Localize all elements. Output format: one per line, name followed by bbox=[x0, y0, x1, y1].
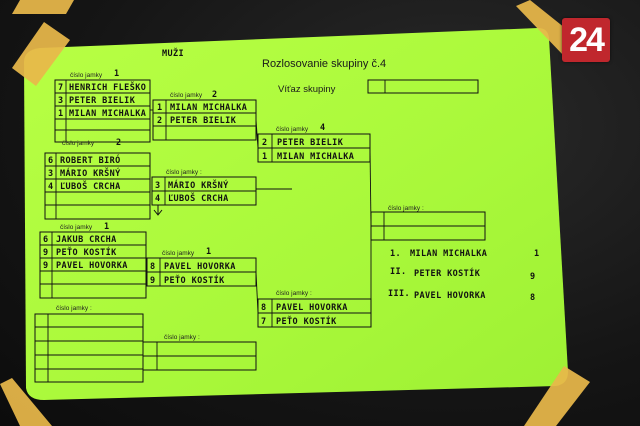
pit-label: číslo jamky bbox=[276, 126, 309, 133]
player-seed: 6 bbox=[43, 235, 49, 245]
player-seed: 7 bbox=[261, 317, 267, 327]
pit-label: číslo jamky : bbox=[56, 305, 92, 312]
player-name: MÁRIO KRŠNÝ bbox=[168, 179, 229, 191]
semi-match-2: číslo jamky : 8 PAVEL HOVORKA 7 PEŤO KOS… bbox=[257, 290, 372, 328]
logo-number: 24 bbox=[569, 21, 605, 59]
result-score: 9 bbox=[530, 272, 536, 282]
pit-label: číslo jamky bbox=[62, 140, 95, 147]
pit-number: 1 bbox=[104, 222, 110, 232]
category-label: MUŽI bbox=[162, 47, 184, 59]
result-place: II. bbox=[390, 267, 407, 277]
round2-match-2: číslo jamky : 3 MÁRIO KRŠNÝ 4 ĽUBOŠ CRCH… bbox=[151, 169, 292, 216]
tape-bottom-left bbox=[0, 378, 52, 426]
player-name: MILAN MICHALKA bbox=[277, 152, 354, 162]
player-name: PETER BIELIK bbox=[277, 138, 344, 148]
player-seed: 4 bbox=[48, 182, 54, 192]
player-name: ĽUBOŠ CRCHA bbox=[60, 180, 121, 192]
result-name: MILAN MICHALKA bbox=[410, 249, 487, 259]
result-name: PAVEL HOVORKA bbox=[414, 291, 486, 301]
pit-number: 1 bbox=[206, 247, 212, 257]
pit-number: 1 bbox=[114, 69, 120, 79]
result-name: PETER KOSTÍK bbox=[414, 267, 481, 279]
bracket-connectors bbox=[146, 109, 372, 314]
player-seed: 8 bbox=[261, 303, 267, 313]
player-seed: 2 bbox=[157, 116, 163, 126]
winner-label: Víťaz skupiny bbox=[278, 84, 336, 95]
player-seed: 3 bbox=[155, 181, 161, 191]
results-list: 1. MILAN MICHALKA 1 II. PETER KOSTÍK 9 I… bbox=[388, 249, 540, 303]
pit-label: číslo jamky : bbox=[388, 205, 424, 212]
round1-match-1: číslo jamky 1 7 HENRICH FLEŠKO 3 PETER B… bbox=[54, 69, 151, 143]
player-seed: 4 bbox=[155, 194, 161, 204]
sheet-title: Rozlosovanie skupiny č.4 bbox=[262, 58, 386, 70]
pit-label: číslo jamky : bbox=[276, 290, 312, 297]
player-seed: 8 bbox=[150, 262, 156, 272]
player-name: PETER BIELIK bbox=[170, 116, 237, 126]
player-name: PAVEL HOVORKA bbox=[56, 261, 128, 271]
player-name: PEŤO KOSTÍK bbox=[56, 246, 117, 258]
player-name: ROBERT BIRÓ bbox=[60, 154, 121, 166]
pit-label: číslo jamky bbox=[162, 250, 195, 257]
news-logo-badge: 24 bbox=[562, 18, 610, 62]
player-name: ĽUBOŠ CRCHA bbox=[168, 192, 229, 204]
round1-match-3: číslo jamky 1 6 JAKUB CRCHA 9 PEŤO KOSTÍ… bbox=[39, 222, 147, 299]
result-score: 1 bbox=[534, 249, 540, 259]
player-name: PAVEL HOVORKA bbox=[276, 303, 348, 313]
pit-label: číslo jamky bbox=[170, 92, 203, 99]
round2-match-4: číslo jamky : bbox=[142, 334, 257, 371]
player-name: PEŤO KOSTÍK bbox=[164, 274, 225, 286]
player-name: MILAN MICHALKA bbox=[69, 109, 146, 119]
player-name: HENRICH FLEŠKO bbox=[69, 81, 146, 93]
tape-top-left-edge bbox=[12, 0, 74, 14]
arrow-mark bbox=[153, 205, 163, 216]
pit-label: číslo jamky bbox=[60, 224, 93, 231]
result-place: III. bbox=[388, 289, 410, 299]
player-seed: 1 bbox=[157, 103, 163, 113]
player-seed: 9 bbox=[43, 248, 49, 258]
player-seed: 2 bbox=[262, 138, 268, 148]
player-name: JAKUB CRCHA bbox=[56, 235, 117, 245]
player-seed: 3 bbox=[58, 96, 64, 106]
tape-bottom-right bbox=[524, 366, 590, 426]
tape-top-left bbox=[12, 22, 70, 86]
round1-match-4: číslo jamky : bbox=[34, 305, 144, 383]
player-name: PEŤO KOSTÍK bbox=[276, 315, 337, 327]
player-name: MÁRIO KRŠNÝ bbox=[60, 167, 121, 179]
player-name: PAVEL HOVORKA bbox=[164, 262, 236, 272]
player-seed: 7 bbox=[58, 83, 64, 93]
player-seed: 6 bbox=[48, 156, 54, 166]
player-seed: 1 bbox=[58, 109, 64, 119]
round2-match-3: číslo jamky 1 8 PAVEL HOVORKA 9 PEŤO KOS… bbox=[146, 247, 257, 287]
pit-label: číslo jamky : bbox=[166, 169, 202, 176]
pit-number: 2 bbox=[116, 138, 122, 148]
result-place: 1. bbox=[390, 249, 401, 259]
player-seed: 3 bbox=[48, 169, 54, 179]
player-name: PETER BIELIK bbox=[69, 96, 136, 106]
result-score: 8 bbox=[530, 293, 536, 303]
pit-label: číslo jamky : bbox=[164, 334, 200, 341]
player-seed: 9 bbox=[150, 276, 156, 286]
player-name: MILAN MICHALKA bbox=[170, 103, 247, 113]
pit-label: číslo jamky bbox=[70, 72, 103, 79]
pit-number: 2 bbox=[212, 90, 218, 100]
round1-match-2: číslo jamky 2 6 ROBERT BIRÓ 3 MÁRIO KRŠN… bbox=[44, 138, 151, 220]
pit-number: 4 bbox=[320, 123, 326, 133]
player-seed: 1 bbox=[262, 152, 268, 162]
green-paper bbox=[24, 28, 568, 400]
player-seed: 9 bbox=[43, 261, 49, 271]
winner-box bbox=[367, 79, 479, 94]
